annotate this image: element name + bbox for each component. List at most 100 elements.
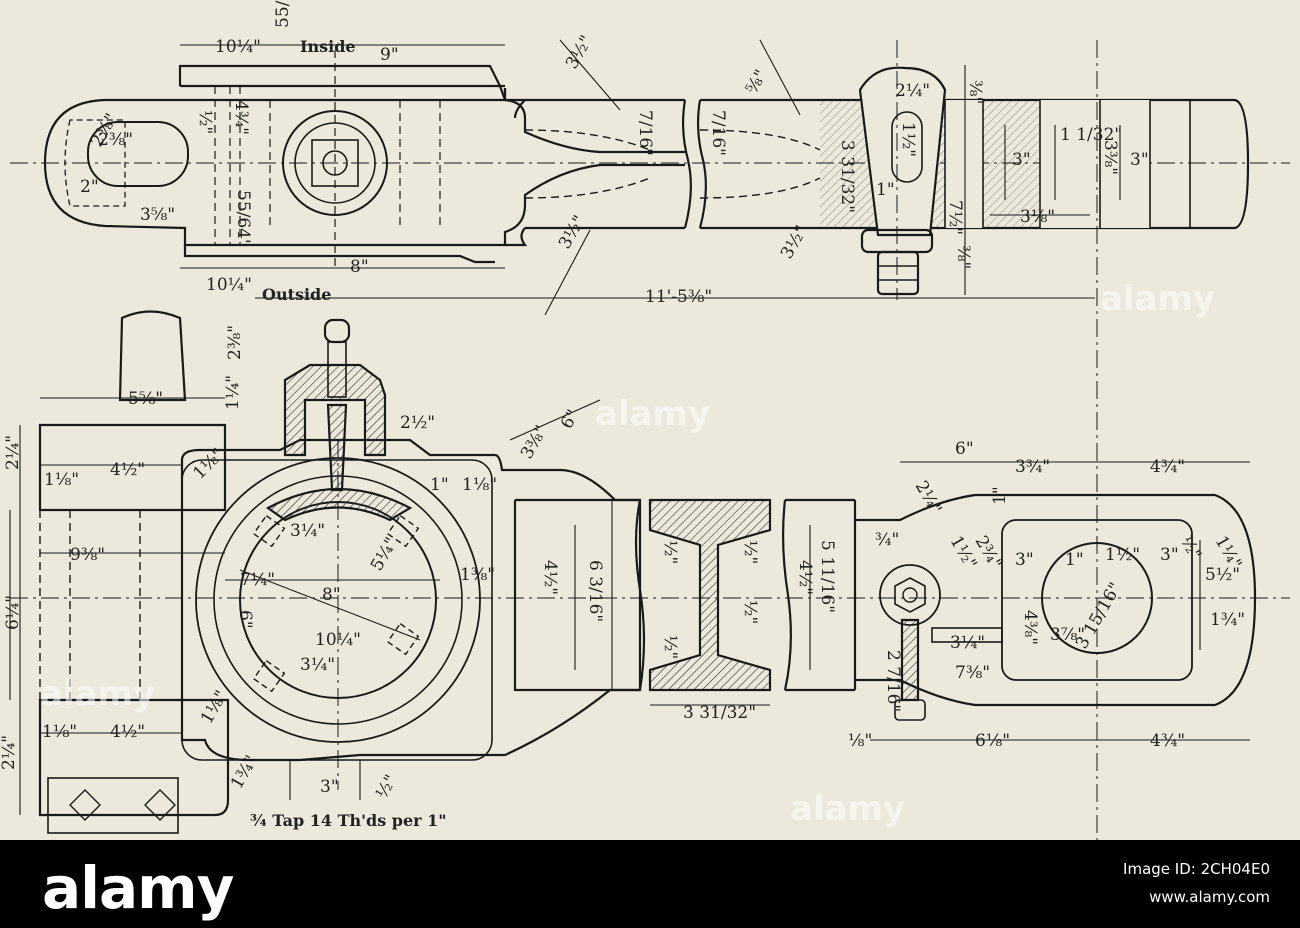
- dim-bot-3-eye: 3": [1015, 550, 1034, 570]
- dim-bot-5-8: 5⅝": [128, 389, 163, 409]
- dim-top-1: 1": [876, 180, 895, 200]
- dim-bot-3-1-4-c: 3¼": [950, 633, 985, 653]
- dim-top-3-1-2-c: 3½": [555, 212, 590, 252]
- dim-bot-2-7-16: 2 7/16": [883, 650, 903, 712]
- dim-top-3-8-a: ⅜": [965, 80, 985, 104]
- dim-top-4-3-4: 4¾": [231, 100, 251, 135]
- bottom-eye-circle: [1041, 542, 1153, 654]
- dim-top-3-a: 3": [1012, 150, 1031, 170]
- dim-top-2-3-8: 2⅜": [98, 130, 133, 150]
- dim-top-2-1-4: 2¼": [895, 81, 930, 101]
- top-eye-slot: [87, 121, 189, 187]
- watermark-4: alamy: [790, 789, 905, 829]
- dim-bot-3: 3": [320, 777, 339, 797]
- dim-bot-4-1-2-web: 4½": [540, 560, 560, 595]
- dim-bot-3-3-4: 3¾": [1015, 457, 1050, 477]
- dim-top-1-1-2: 1½": [898, 122, 918, 157]
- watermark-3: alamy: [40, 674, 155, 714]
- dim-top-8: 8": [350, 257, 369, 277]
- dim-bot-6-top: 6": [955, 439, 974, 459]
- watermark-2: alamy: [595, 394, 710, 434]
- dim-bot-1-3-4-eye: 1¾": [1210, 610, 1245, 630]
- dim-top-3-1-8: 3⅛": [1020, 207, 1055, 227]
- top-jaw-outline: [43, 88, 685, 247]
- dim-top-3-3-8: 3⅜": [1100, 140, 1120, 175]
- bottom-hinge-upper: [38, 423, 227, 512]
- dim-top-55-64: 55/64": [273, 0, 293, 28]
- dim-bot-9-3-8: 9⅜": [70, 545, 105, 565]
- dim-bot-half-b: ½": [740, 540, 760, 564]
- dim-bot-1-3-8: 1⅜": [460, 565, 495, 585]
- dim-bot-2-3-8: 2⅜": [225, 325, 245, 360]
- dim-bot-4-3-8: 4⅜": [1020, 610, 1040, 645]
- top-eye-dash: [64, 119, 126, 207]
- dim-top-3-5-8: 3⅝": [140, 205, 175, 225]
- bottom-web-left: [513, 498, 640, 692]
- top-section-gap-1: [945, 100, 983, 228]
- label-outside: Outside: [262, 285, 331, 304]
- dim-top-9: 9": [380, 45, 399, 65]
- bottom-lubricator-cap: [323, 318, 351, 344]
- bottom-lubricator: [283, 363, 387, 457]
- bottom-bolt-head: [879, 564, 941, 626]
- dim-bot-8: 8": [322, 585, 341, 605]
- top-section-gap-2: [1040, 100, 1150, 228]
- dim-bot-2-3-4: 2¾": [971, 533, 1006, 573]
- dim-bot-6-1-4: 6¼": [3, 595, 23, 630]
- dim-top-3-b: 3": [1130, 150, 1149, 170]
- label-inside: Inside: [300, 37, 356, 56]
- alamy-logo[interactable]: alamy: [42, 854, 234, 922]
- dim-top-overall: 11'-5⅜": [645, 287, 712, 307]
- dim-bot-1-2: ½": [372, 771, 401, 802]
- dim-bot-1-eye: 1": [1065, 550, 1084, 570]
- dim-bot-1-1-8-b: 1⅛": [42, 722, 77, 742]
- dim-top-7-1-2: 7½": [945, 200, 965, 235]
- footer-bar: alamy Image ID: 2CH04E0 www.alamy.com: [0, 840, 1300, 928]
- dim-bot-4-1-2-a: 4½": [110, 460, 145, 480]
- dim-bot-half-a: ½": [660, 540, 680, 564]
- dim-bot-3-1-4-a: 3¼": [290, 521, 325, 541]
- dim-bot-1-1-8-e: 1⅛": [197, 687, 232, 727]
- dim-bot-1-1-2-eye: 1½": [1105, 545, 1140, 565]
- dim-bot-2-1-4-a: 2¼": [3, 435, 23, 470]
- dim-bot-3-3-8: 3⅜": [517, 422, 552, 462]
- dim-bot-3-15-16: 3 15/16": [1072, 579, 1126, 652]
- dim-top-10-1-4-inside: 10¼": [215, 37, 261, 57]
- top-pin-boss-inner: [294, 122, 376, 204]
- site-url[interactable]: www.alamy.com: [1149, 888, 1270, 906]
- dim-bot-3-4: ¾": [875, 530, 899, 550]
- bottom-eye-slot: [1001, 519, 1193, 681]
- watermark-1: alamy: [1100, 279, 1215, 319]
- dim-bot-5-1-2: 5½": [1205, 565, 1240, 585]
- bottom-hinge-lower: [38, 698, 230, 817]
- dim-bot-1-1-2: 1½": [946, 533, 981, 573]
- dim-bot-6-1-8: 6⅛": [975, 731, 1010, 751]
- top-break-right: [696, 99, 707, 229]
- dim-bot-6-3-16: 6 3/16": [585, 560, 605, 622]
- bottom-bolt-shank: [900, 618, 920, 702]
- dim-top-1-1-32: 1 1/32": [1060, 125, 1122, 145]
- top-outside-rib: [183, 245, 495, 264]
- dim-top-7-16-b: 7/16": [708, 110, 728, 156]
- dim-bot-1-8: ⅛": [848, 731, 872, 751]
- image-id: Image ID: 2CH04E0: [1123, 860, 1270, 878]
- bottom-lug-block: [47, 777, 179, 834]
- dim-bot-6: 6": [557, 406, 584, 432]
- top-key: [858, 66, 947, 237]
- bottom-web-right: [785, 498, 857, 692]
- dim-top-55-64-b: 55/64": [233, 190, 253, 247]
- dim-bot-5-11-16: 5 11/16": [817, 540, 837, 613]
- dim-bot-10-1-4: 10¼": [315, 630, 361, 650]
- top-neck-dash: [524, 129, 821, 199]
- label-tap-note: ¾ Tap 14 Th'ds per 1": [250, 811, 447, 830]
- dim-bot-2-1-4-b: 2¼": [0, 735, 19, 770]
- dim-bot-1-top: 1": [990, 486, 1010, 505]
- dim-bot-7-1-4: 7¼": [240, 570, 275, 590]
- dim-bot-half-d: ½": [740, 600, 760, 624]
- bottom-hub-hatch: [265, 488, 413, 522]
- dim-top-1-2: ½": [195, 110, 215, 134]
- dim-bot-half-c: ½": [660, 635, 680, 659]
- dim-bot-4-3-4-bot: 4¾": [1150, 731, 1185, 751]
- dim-bot-1-1-8-a: 1⅛": [44, 470, 79, 490]
